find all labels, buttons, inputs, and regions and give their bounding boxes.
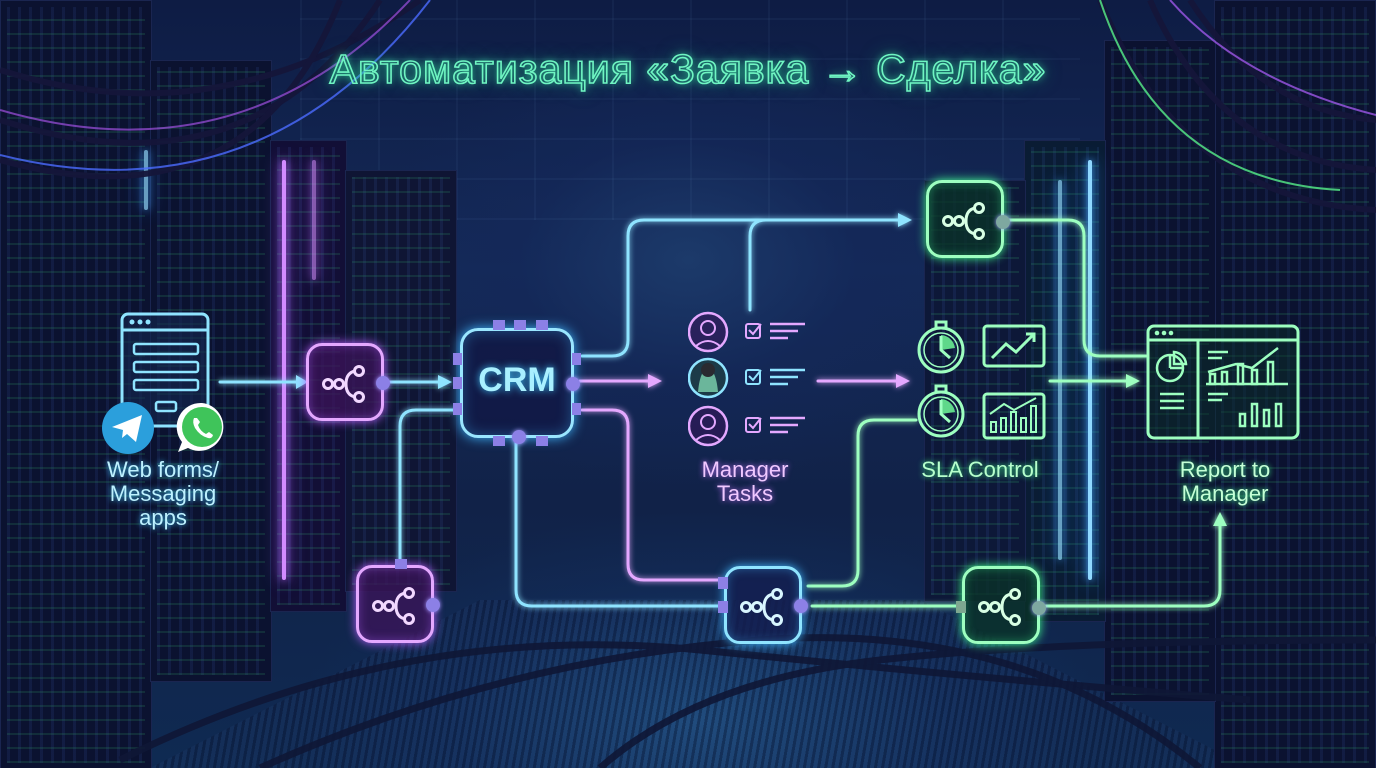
neon-strip	[282, 160, 286, 580]
bar-chart-icon	[1206, 347, 1288, 386]
manager-tasks-label: Manager Tasks	[670, 458, 820, 506]
connector-pin	[718, 577, 728, 589]
connector-port	[1032, 601, 1046, 615]
connector-pin	[514, 320, 526, 330]
connector-port	[512, 430, 526, 444]
telegram-icon	[102, 402, 154, 454]
source-label-line: Web forms/	[106, 457, 220, 482]
connector-port	[566, 377, 580, 391]
workflow-node-icon	[322, 365, 365, 403]
workflow-node[interactable]	[356, 559, 440, 643]
workflow-node[interactable]	[718, 566, 808, 644]
connector-pin	[572, 353, 581, 365]
connector-pin	[493, 320, 505, 330]
workflow-node-icon	[740, 588, 783, 626]
whatsapp-icon	[176, 402, 224, 452]
report-label-line: Report to	[1179, 457, 1271, 482]
workflow-node[interactable]	[926, 180, 1010, 258]
stopwatch-icon	[917, 320, 965, 374]
user-avatar-icon	[687, 311, 729, 353]
pie-chart-icon	[1155, 350, 1188, 383]
connector-pin	[536, 436, 548, 446]
manager-tasks-stage	[687, 310, 818, 450]
connector-port	[426, 598, 440, 612]
sla-control-label: SLA Control	[921, 457, 1039, 482]
report-label-line: Manager	[1181, 481, 1269, 506]
connector-port	[794, 599, 808, 613]
bar-trend-chart-icon	[982, 392, 1046, 440]
source-label-line: Messaging	[109, 481, 217, 506]
sla-control-stage	[914, 318, 1050, 448]
source-label: Web forms/ Messaging apps	[88, 458, 238, 530]
neon-strip	[1058, 180, 1062, 560]
tasks-label-line: Manager	[701, 457, 789, 482]
connector-pin	[453, 403, 462, 415]
checkbox-icon	[745, 323, 761, 339]
connector-pin	[493, 436, 505, 446]
text-lines-icon	[770, 322, 805, 340]
source-label-line: apps	[139, 505, 187, 530]
connector-pin	[453, 353, 462, 365]
connector-pin	[536, 320, 548, 330]
connector-port	[996, 215, 1010, 229]
web-form-icon	[120, 312, 210, 428]
report-dashboard[interactable]	[1146, 324, 1300, 440]
report-label: Report to Manager	[1140, 458, 1310, 506]
connector-pin	[956, 601, 966, 613]
workflow-node-icon	[942, 202, 985, 240]
tasks-label-line: Tasks	[716, 481, 774, 506]
stopwatch-icon	[917, 384, 965, 438]
neon-strip	[1088, 160, 1092, 580]
connector-pin	[718, 601, 728, 613]
neon-strip	[144, 150, 148, 210]
source-stage	[100, 310, 240, 460]
connector-pin	[572, 403, 581, 415]
dashboard-icon	[1146, 324, 1300, 440]
workflow-node[interactable]	[956, 566, 1046, 644]
task-row-active	[687, 357, 805, 399]
workflow-node-icon	[372, 587, 415, 625]
task-row	[687, 311, 805, 353]
workflow-node[interactable]	[306, 343, 390, 421]
crm-label: CRM	[478, 361, 556, 399]
connector-pin	[395, 559, 407, 569]
task-row	[687, 405, 805, 447]
connector-port	[376, 376, 390, 390]
workflow-node-icon	[978, 588, 1021, 626]
neon-strip	[312, 160, 316, 280]
trend-chart-icon	[982, 324, 1046, 368]
crm-chip[interactable]: CRM	[453, 320, 581, 446]
connector-pin	[453, 377, 462, 389]
diagram-title: Автоматизация «Заявка → Сделка»	[329, 45, 1047, 93]
